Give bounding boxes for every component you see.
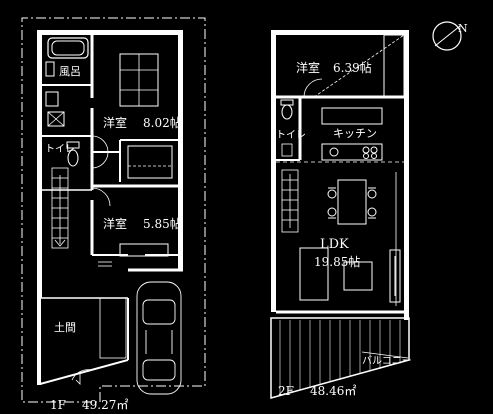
floor1-room1-size: 8.02帖 bbox=[143, 115, 182, 130]
car-icon bbox=[136, 281, 182, 395]
floor1-outer-walls bbox=[37, 30, 183, 385]
bath-label: 風呂 bbox=[59, 65, 81, 78]
floor1-room2-name: 洋室 bbox=[103, 216, 127, 231]
floor2-plan: 洋室 6.39帖 トイレ キッチン bbox=[270, 30, 412, 399]
ldk-size: 19.85帖 bbox=[314, 254, 360, 269]
compass-icon: N bbox=[432, 21, 468, 51]
floor2-area: 48.46㎡ bbox=[310, 384, 356, 398]
balcony-label: バルコニー bbox=[362, 355, 412, 367]
bath-fixture-icon bbox=[45, 61, 55, 77]
toilet-icon bbox=[66, 141, 80, 167]
kitchen-counter bbox=[321, 143, 383, 161]
floor1-bed2-icon bbox=[119, 243, 169, 257]
kitchen-label: キッチン bbox=[333, 127, 377, 140]
floor1-plan: 風呂 トイレ 洋室 8.02帖 bbox=[21, 17, 206, 412]
floor1-room2-size: 5.85帖 bbox=[143, 216, 182, 231]
floor2-toilet-icon bbox=[280, 99, 294, 120]
compass-north-label: N bbox=[458, 22, 468, 35]
floor2-level: 2F bbox=[278, 384, 294, 398]
entry-shelf bbox=[99, 297, 127, 359]
floor1-bed1-icon bbox=[119, 53, 159, 107]
floor2-room-door-swing bbox=[303, 78, 323, 98]
floor2-toilet-label: トイレ bbox=[276, 130, 306, 141]
floor2-room-size: 6.39帖 bbox=[333, 60, 372, 75]
balcony-leader-line bbox=[361, 351, 409, 359]
floor1-area: 49.27㎡ bbox=[82, 398, 128, 412]
floor2-room-diagonal bbox=[313, 34, 405, 98]
entry-door-swing bbox=[71, 369, 93, 381]
sofa-icon bbox=[299, 247, 401, 303]
floor2-closet bbox=[383, 34, 405, 98]
room2-door-swing bbox=[91, 187, 111, 207]
entry-arrow-icon bbox=[75, 372, 81, 385]
entry-label: 土間 bbox=[54, 321, 76, 334]
toilet-door-swing bbox=[91, 135, 109, 169]
floor1-interior-walls bbox=[42, 35, 178, 256]
floor1-stairs bbox=[51, 167, 69, 249]
dining-table-icon bbox=[327, 179, 377, 225]
floor1-room1-name: 洋室 bbox=[103, 115, 127, 130]
ldk-label: LDK bbox=[320, 237, 349, 252]
floor2-stairs bbox=[281, 169, 299, 233]
floor1-level: 1F bbox=[50, 398, 66, 412]
balcony bbox=[270, 317, 410, 399]
floor2-room-name: 洋室 bbox=[296, 60, 320, 75]
floor1-lot-line bbox=[21, 17, 206, 403]
floor2-outer-walls bbox=[271, 30, 409, 320]
floor1-closet bbox=[127, 145, 173, 179]
kitchen-shelf bbox=[321, 107, 383, 125]
washbasin-icon bbox=[45, 91, 65, 127]
floor2-washbasin-icon bbox=[281, 143, 293, 157]
bathtub-icon bbox=[47, 37, 89, 59]
floor1-toilet-label: トイレ bbox=[45, 144, 75, 155]
